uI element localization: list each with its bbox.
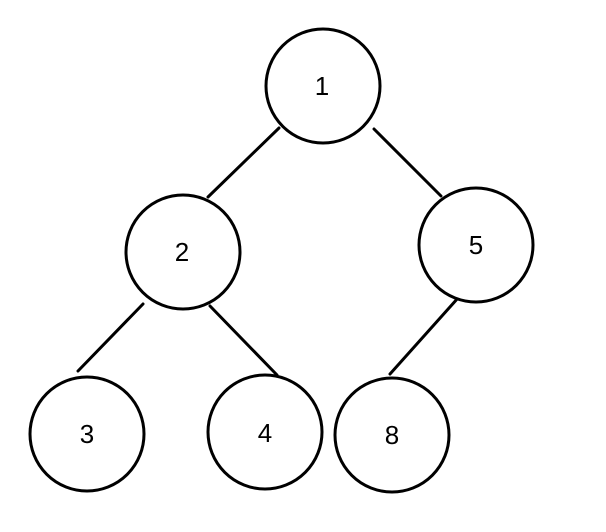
tree-node-1-label: 1 <box>315 71 329 101</box>
edge-1-5 <box>372 127 443 198</box>
tree-node-4: 4 <box>206 373 324 491</box>
tree-node-2: 2 <box>124 193 242 311</box>
tree-node-2-label: 2 <box>175 237 189 267</box>
tree-node-5-label: 5 <box>469 230 483 260</box>
edge-2-4 <box>208 304 279 377</box>
tree-node-4-label: 4 <box>258 418 272 448</box>
tree-node-8-label: 8 <box>385 420 399 450</box>
tree-node-8: 8 <box>333 376 451 494</box>
tree-node-3-label: 3 <box>80 419 94 449</box>
tree-node-1: 1 <box>264 27 382 145</box>
tree-node-3: 3 <box>28 375 146 493</box>
edge-1-2 <box>206 126 281 199</box>
tree-node-5: 5 <box>417 186 535 304</box>
edge-2-3 <box>76 302 145 373</box>
edge-5-8 <box>388 296 460 376</box>
